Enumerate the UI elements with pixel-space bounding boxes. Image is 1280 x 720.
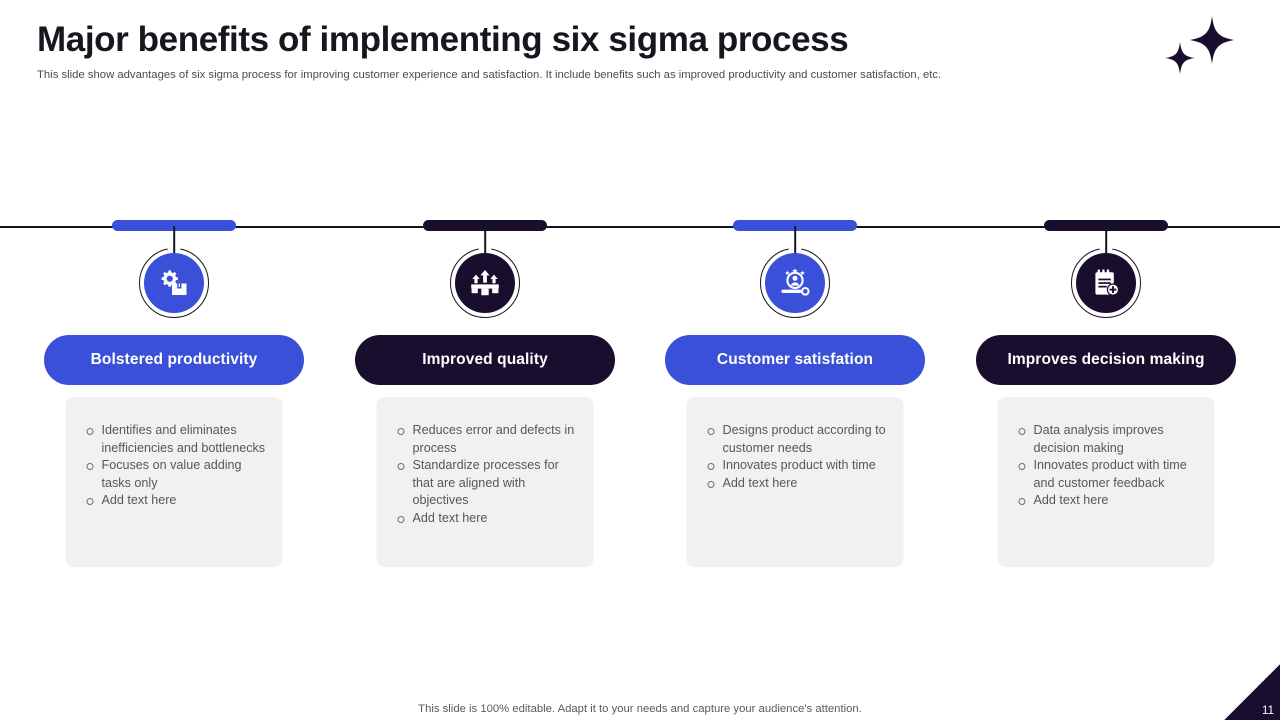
list-item: Add text here xyxy=(80,492,269,510)
timeline-connector-4 xyxy=(1105,226,1107,258)
timeline-marker-3 xyxy=(733,220,857,231)
list-item: Add text here xyxy=(391,510,580,528)
page-subtitle: This slide show advantages of six sigma … xyxy=(37,69,942,81)
list-item: Standardize processes for that are align… xyxy=(391,457,580,510)
page-number: 11 xyxy=(1262,705,1274,717)
benefit-pill-4[interactable]: Improves decision making xyxy=(976,335,1236,385)
editable-note: This slide is 100% editable. Adapt it to… xyxy=(418,703,862,715)
benefit-label: Bolstered productivity xyxy=(90,351,258,368)
page-title: Major benefits of implementing six sigma… xyxy=(37,20,849,59)
benefit-label: Improved quality xyxy=(422,351,548,368)
customer-rating-icon xyxy=(781,268,810,296)
timeline-marker-1 xyxy=(112,220,236,231)
benefit-card-1: Identifies and eliminates inefficiencies… xyxy=(65,397,283,567)
benefit-card-3: Designs product according to customer ne… xyxy=(686,397,904,567)
icon-circle xyxy=(765,253,825,313)
benefit-label: Customer satisfation xyxy=(716,351,874,368)
bullet-list: Identifies and eliminates inefficiencies… xyxy=(80,422,269,510)
four-point-star-icon xyxy=(1165,42,1195,74)
benefit-pill-2[interactable]: Improved quality xyxy=(355,335,615,385)
four-point-star-icon xyxy=(1190,16,1234,64)
clipboard-plus-icon xyxy=(1095,269,1120,296)
growth-arrows-icon xyxy=(471,270,499,296)
timeline-axis xyxy=(0,226,1280,228)
benefit-label: Improves decision making xyxy=(1007,351,1205,368)
list-item: Reduces error and defects in process xyxy=(391,422,580,457)
icon-badge-2[interactable] xyxy=(450,248,520,318)
benefit-card-2: Reduces error and defects in process Sta… xyxy=(376,397,594,567)
icon-badge-3[interactable] xyxy=(760,248,830,318)
icon-badge-1[interactable] xyxy=(139,248,209,318)
timeline-marker-2 xyxy=(423,220,547,231)
gear-box-icon xyxy=(161,270,187,295)
bullet-list: Reduces error and defects in process Sta… xyxy=(391,422,580,528)
list-item: Designs product according to customer ne… xyxy=(701,422,890,457)
icon-badge-4[interactable] xyxy=(1071,248,1141,318)
corner-accent xyxy=(1224,664,1280,720)
timeline-connector-3 xyxy=(794,226,796,258)
icon-circle xyxy=(144,253,204,313)
bullet-list: Data analysis improves decision making I… xyxy=(1012,422,1201,510)
timeline-connector-1 xyxy=(173,226,175,258)
list-item: Data analysis improves decision making xyxy=(1012,422,1201,457)
icon-circle xyxy=(1076,253,1136,313)
benefit-pill-1[interactable]: Bolstered productivity xyxy=(44,335,304,385)
icon-circle xyxy=(455,253,515,313)
slide-header: Major benefits of implementing six sigma… xyxy=(37,18,1037,83)
timeline-marker-4 xyxy=(1044,220,1168,231)
benefit-card-4: Data analysis improves decision making I… xyxy=(997,397,1215,567)
sparkle-decoration xyxy=(1158,14,1248,76)
list-item: Focuses on value adding tasks only xyxy=(80,457,269,492)
timeline-connector-2 xyxy=(484,226,486,258)
sparkle-group-icon xyxy=(1165,16,1234,74)
list-item: Add text here xyxy=(1012,492,1201,510)
list-item: Identifies and eliminates inefficiencies… xyxy=(80,422,269,457)
list-item: Innovates product with time xyxy=(701,457,890,475)
bullet-list: Designs product according to customer ne… xyxy=(701,422,890,492)
list-item: Add text here xyxy=(701,475,890,493)
list-item: Innovates product with time and customer… xyxy=(1012,457,1201,492)
benefit-pill-3[interactable]: Customer satisfation xyxy=(665,335,925,385)
